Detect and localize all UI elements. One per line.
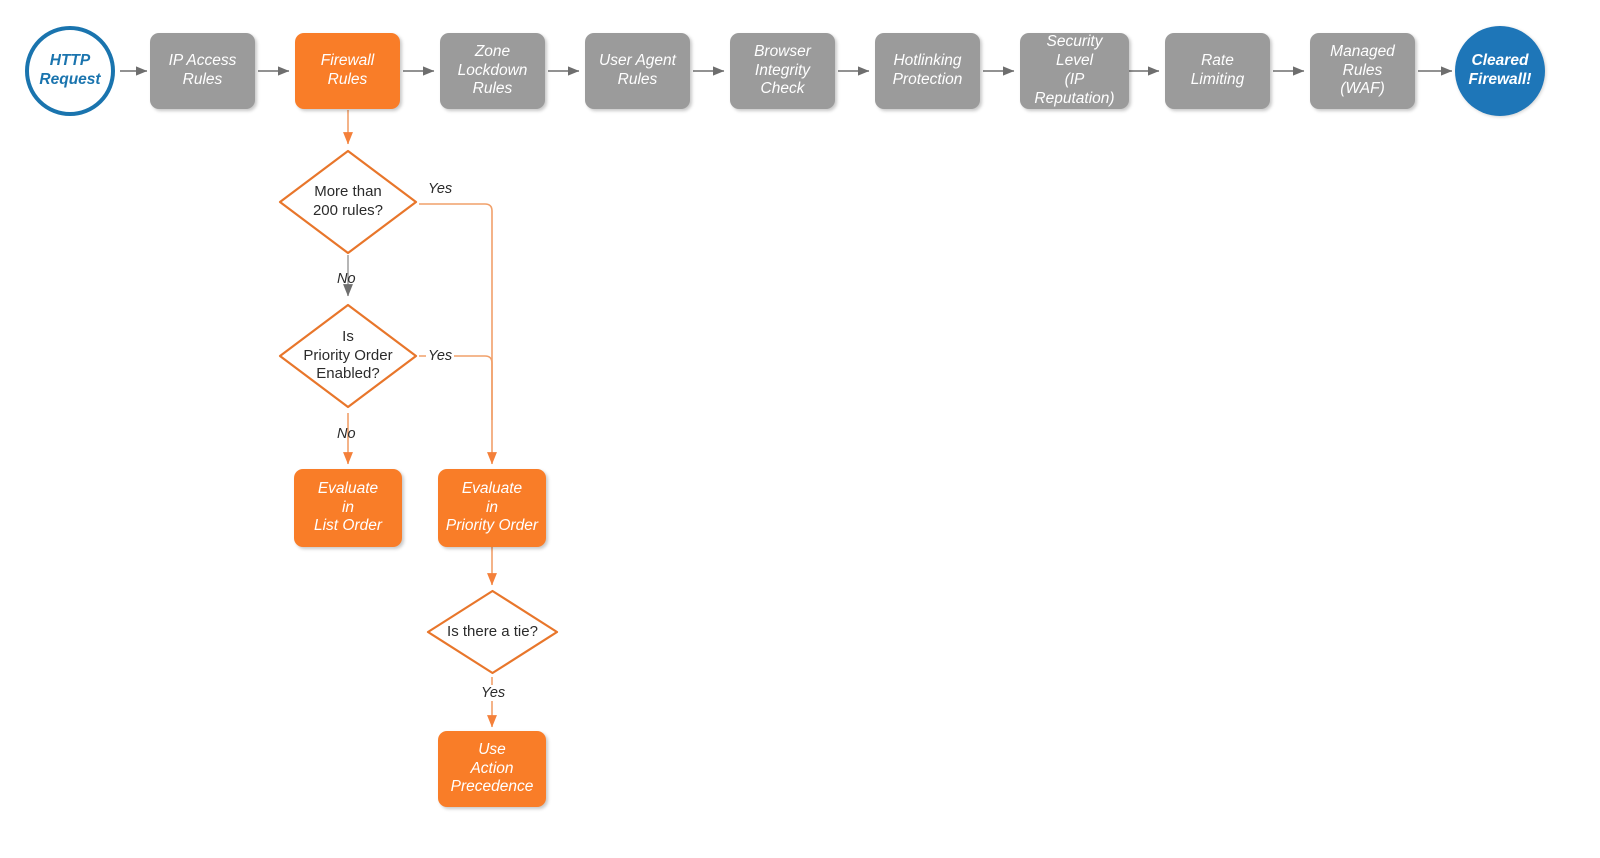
diamond-shape-icon (426, 589, 559, 675)
node-evaluate-in-list-order-label: Evaluate in List Order (313, 479, 383, 535)
node-cleared-firewall-label: Cleared Firewall! (1468, 52, 1532, 88)
node-managed-rules-waf-label: Managed Rules (WAF) (1330, 42, 1395, 98)
node-zone-lockdown-rules[interactable]: Zone Lockdown Rules (440, 33, 545, 109)
node-rate-limiting-label: Rate Limiting (1190, 52, 1245, 88)
node-zone-lockdown-rules-label: Zone Lockdown Rules (457, 42, 528, 98)
node-decision-is-there-a-tie-label: Is there a tie? (447, 622, 538, 640)
node-decision-is-priority-order-enabled-label: Is Priority Order Enabled? (303, 327, 393, 383)
node-http-request[interactable]: HTTP Request (25, 26, 115, 116)
node-evaluate-in-priority-order[interactable]: Evaluate in Priority Order (438, 469, 546, 547)
edge-label-yes-tie: Yes (479, 685, 508, 701)
node-hotlinking-protection-label: Hotlinking Protection (892, 52, 963, 88)
node-use-action-precedence-label: Use Action Precedence (450, 740, 534, 796)
edge-yes-priority-order-to-priority-order (419, 355, 493, 420)
node-managed-rules-waf[interactable]: Managed Rules (WAF) (1310, 33, 1415, 109)
node-http-request-label: HTTP Request (39, 52, 101, 88)
node-ip-access-rules[interactable]: IP Access Rules (150, 33, 255, 109)
node-rate-limiting[interactable]: Rate Limiting (1165, 33, 1270, 109)
node-use-action-precedence[interactable]: Use Action Precedence (438, 731, 546, 807)
edge-label-yes-priority-order: Yes (426, 348, 455, 364)
node-security-level[interactable]: Security Level (IP Reputation) (1020, 33, 1129, 109)
node-decision-is-there-a-tie[interactable]: Is there a tie? (425, 588, 560, 676)
node-evaluate-in-priority-order-label: Evaluate in Priority Order (445, 479, 539, 535)
edge-label-yes-200-rules: Yes (428, 181, 453, 197)
diamond-shape-icon (278, 303, 418, 409)
node-user-agent-rules[interactable]: User Agent Rules (585, 33, 690, 109)
node-firewall-rules[interactable]: Firewall Rules (295, 33, 400, 109)
node-decision-is-priority-order-enabled[interactable]: Is Priority Order Enabled? (277, 302, 419, 410)
node-security-level-label: Security Level (IP Reputation) (1034, 33, 1115, 107)
node-browser-integrity-check-label: Browser Integrity Check (754, 42, 811, 98)
edge-label-no-200-rules: No (337, 271, 356, 287)
edge-label-no-priority-order: No (337, 426, 356, 442)
node-hotlinking-protection[interactable]: Hotlinking Protection (875, 33, 980, 109)
node-decision-more-than-200-rules-label: More than 200 rules? (312, 183, 384, 219)
diamond-shape-icon (278, 149, 418, 255)
node-ip-access-rules-label: IP Access Rules (168, 52, 237, 88)
node-evaluate-in-list-order[interactable]: Evaluate in List Order (294, 469, 402, 547)
edge-yes-200rules-to-priority-order (419, 203, 497, 465)
node-decision-more-than-200-rules[interactable]: More than 200 rules? (277, 148, 419, 256)
node-firewall-rules-label: Firewall Rules (320, 52, 375, 88)
node-user-agent-rules-label: User Agent Rules (599, 52, 676, 88)
node-cleared-firewall[interactable]: Cleared Firewall! (1455, 26, 1545, 116)
node-browser-integrity-check[interactable]: Browser Integrity Check (730, 33, 835, 109)
